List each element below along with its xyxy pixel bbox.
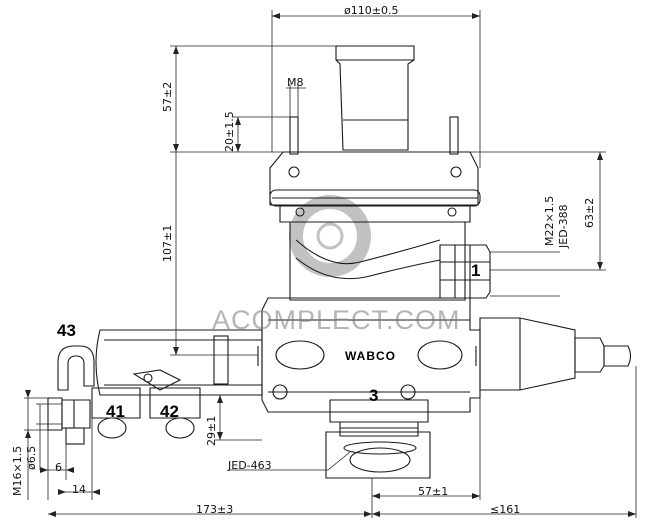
dim-107: 107±1 xyxy=(161,224,174,262)
dim-173: 173±3 xyxy=(196,503,234,516)
stud-right xyxy=(449,116,459,155)
fitting-42 xyxy=(149,387,201,419)
exhaust-cap xyxy=(325,431,431,479)
port43-fitting xyxy=(57,345,95,391)
dim-29: 29±1 xyxy=(205,415,218,446)
right-cone xyxy=(479,317,576,391)
callout-jed-463: JED-463 xyxy=(228,459,272,472)
dim-161: ≤161 xyxy=(490,503,521,516)
watermark-text: ACOMPLECT.COM xyxy=(212,305,461,335)
dim-diameter-110: ø110±0.5 xyxy=(344,4,399,17)
right-tube xyxy=(603,345,632,367)
dim-m22: M22×1.5 xyxy=(543,195,556,246)
left-section xyxy=(95,329,263,396)
top-neck xyxy=(335,45,415,151)
dim-6: 6 xyxy=(55,461,62,474)
port-label-41: 41 xyxy=(106,402,125,421)
dim-m16: M16×1.5 xyxy=(11,445,24,496)
dim-63: 63±2 xyxy=(583,197,596,228)
upper-body xyxy=(289,221,466,301)
m16-connector xyxy=(47,397,63,431)
fitting-41 xyxy=(91,387,141,419)
dim-57-bottom: 57±1 xyxy=(418,485,449,498)
dim-57-vertical: 57±2 xyxy=(161,81,174,112)
port-label-43: 43 xyxy=(57,321,76,340)
dim-20: 20±1.5 xyxy=(223,111,236,152)
dim-diameter-6-5: ø6.5 xyxy=(25,445,38,470)
wabco-logo: WABCO xyxy=(345,349,396,363)
cap-body xyxy=(269,151,479,206)
right-nut xyxy=(574,337,605,373)
dim-14: 14 xyxy=(72,483,86,496)
port-label-1: 1 xyxy=(471,261,481,280)
gear-watermark-icon xyxy=(289,195,371,277)
port-label-3: 3 xyxy=(369,386,379,405)
port-label-42: 42 xyxy=(160,402,179,421)
port3-body xyxy=(329,399,429,423)
stud-left xyxy=(289,116,299,155)
dim-jed-388: JED-388 xyxy=(557,204,570,248)
dim-m8: M8 xyxy=(287,76,304,89)
